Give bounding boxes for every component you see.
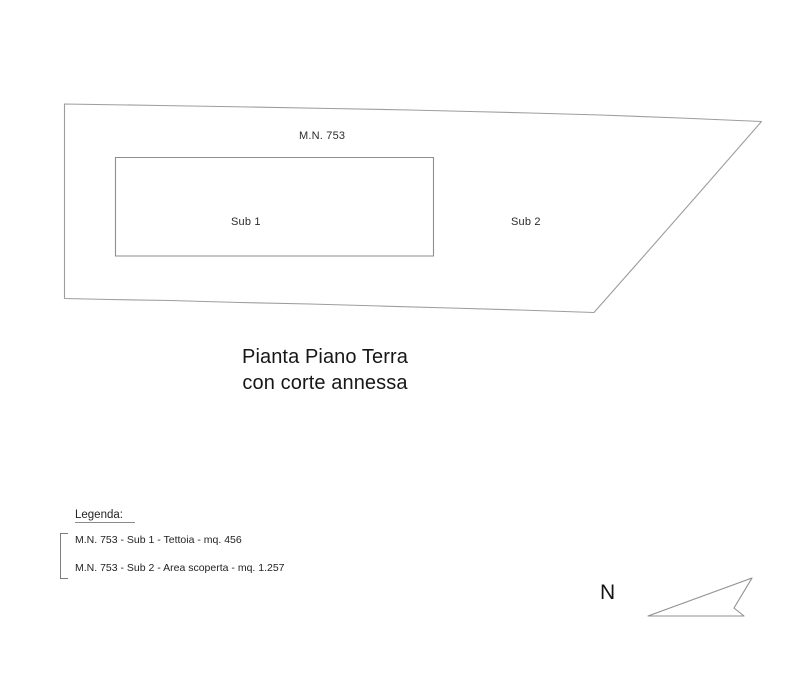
legend-item: M.N. 753 - Sub 2 - Area scoperta - mq. 1… (75, 562, 285, 574)
drawing-title: Pianta Piano Terra con corte annessa (0, 344, 650, 396)
title-line-2: con corte annessa (242, 372, 408, 394)
title-line-1: Pianta Piano Terra (242, 346, 408, 368)
legend-item: M.N. 753 - Sub 1 - Tettoia - mq. 456 (75, 534, 242, 546)
sub2-label: Sub 2 (511, 216, 541, 228)
parcel-outline (63, 103, 763, 314)
north-letter-label: N (600, 581, 616, 604)
north-arrow-icon (647, 577, 753, 617)
legend-item-list: M.N. 753 - Sub 1 - Tettoia - mq. 456 M.N… (60, 533, 390, 579)
north-indicator: N (598, 572, 758, 624)
legend-bracket-icon (60, 533, 68, 579)
parcel-number-label: M.N. 753 (299, 130, 346, 142)
legend: Legenda: M.N. 753 - Sub 1 - Tettoia - mq… (60, 505, 390, 579)
legend-heading: Legenda: (75, 509, 135, 523)
sub1-footprint-outline (114, 156, 435, 257)
sub1-label: Sub 1 (231, 216, 261, 228)
